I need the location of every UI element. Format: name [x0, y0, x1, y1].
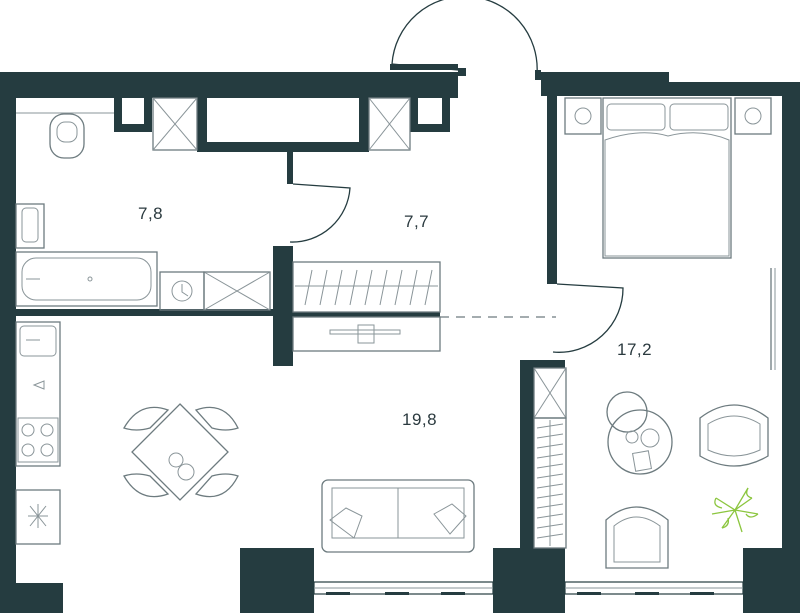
room-area-hallway: 7,7 — [404, 212, 430, 231]
sofa — [321, 479, 475, 553]
right-wall — [782, 82, 800, 613]
bed — [602, 97, 732, 259]
bath-partition — [287, 150, 293, 184]
dining-table — [131, 403, 229, 501]
bedroom-furniture — [564, 97, 776, 569]
wardrobe-hall — [292, 261, 441, 313]
entry-door-post-right — [535, 70, 541, 80]
armchair — [699, 404, 769, 467]
bedroom-wall-lower-cap — [520, 360, 565, 368]
bath-sink-icon — [15, 203, 45, 249]
top-wall-left — [0, 72, 458, 98]
shafts — [152, 97, 567, 419]
central-column — [273, 246, 293, 366]
bathroom-fixtures — [15, 112, 205, 311]
bedroom-wall-lower — [520, 360, 534, 548]
room-area-bedroom: 17,2 — [617, 340, 653, 359]
windows — [0, 581, 744, 600]
bottom-column-left — [240, 548, 314, 613]
cushion-icon — [329, 507, 363, 539]
bedroom-wall-upper — [547, 72, 557, 284]
plant-icon — [711, 487, 759, 533]
kitchen-sink-icon — [19, 325, 57, 357]
top-wall-right-end — [669, 82, 800, 96]
dining-set — [123, 403, 239, 501]
fridge-icon — [15, 489, 61, 545]
room-area-living-kitchen: 19,8 — [402, 410, 438, 429]
round-table — [607, 409, 673, 475]
tv-unit — [292, 316, 441, 352]
walls — [0, 64, 800, 613]
nightstand-left — [564, 97, 602, 135]
bath-living-wall — [16, 309, 276, 316]
bedroom-door — [552, 283, 624, 353]
toilet-icon — [49, 113, 85, 159]
chair — [605, 506, 669, 569]
room-area-bathroom: 7,8 — [138, 204, 164, 223]
left-wall — [0, 72, 16, 613]
stove-icon — [17, 417, 59, 463]
washing-machine-icon — [159, 271, 205, 311]
top-wall-right — [541, 72, 669, 96]
bathtub-icon — [15, 251, 158, 307]
cushion-icon — [433, 503, 467, 535]
wardrobes — [292, 261, 567, 549]
snowflake-icon — [28, 504, 48, 528]
bathroom-door — [289, 183, 351, 243]
wardrobe-wall — [293, 312, 440, 317]
nightstand-right — [734, 97, 772, 135]
kitchen-counter — [15, 321, 61, 467]
entry-door-post — [458, 68, 466, 76]
entry-door-swing — [391, 0, 538, 75]
wardrobe-bedroom — [533, 417, 567, 549]
bottom-column-middle — [493, 548, 565, 613]
doors — [289, 0, 624, 353]
kitchen-tap-icon — [32, 380, 45, 390]
kitchen — [15, 321, 61, 545]
